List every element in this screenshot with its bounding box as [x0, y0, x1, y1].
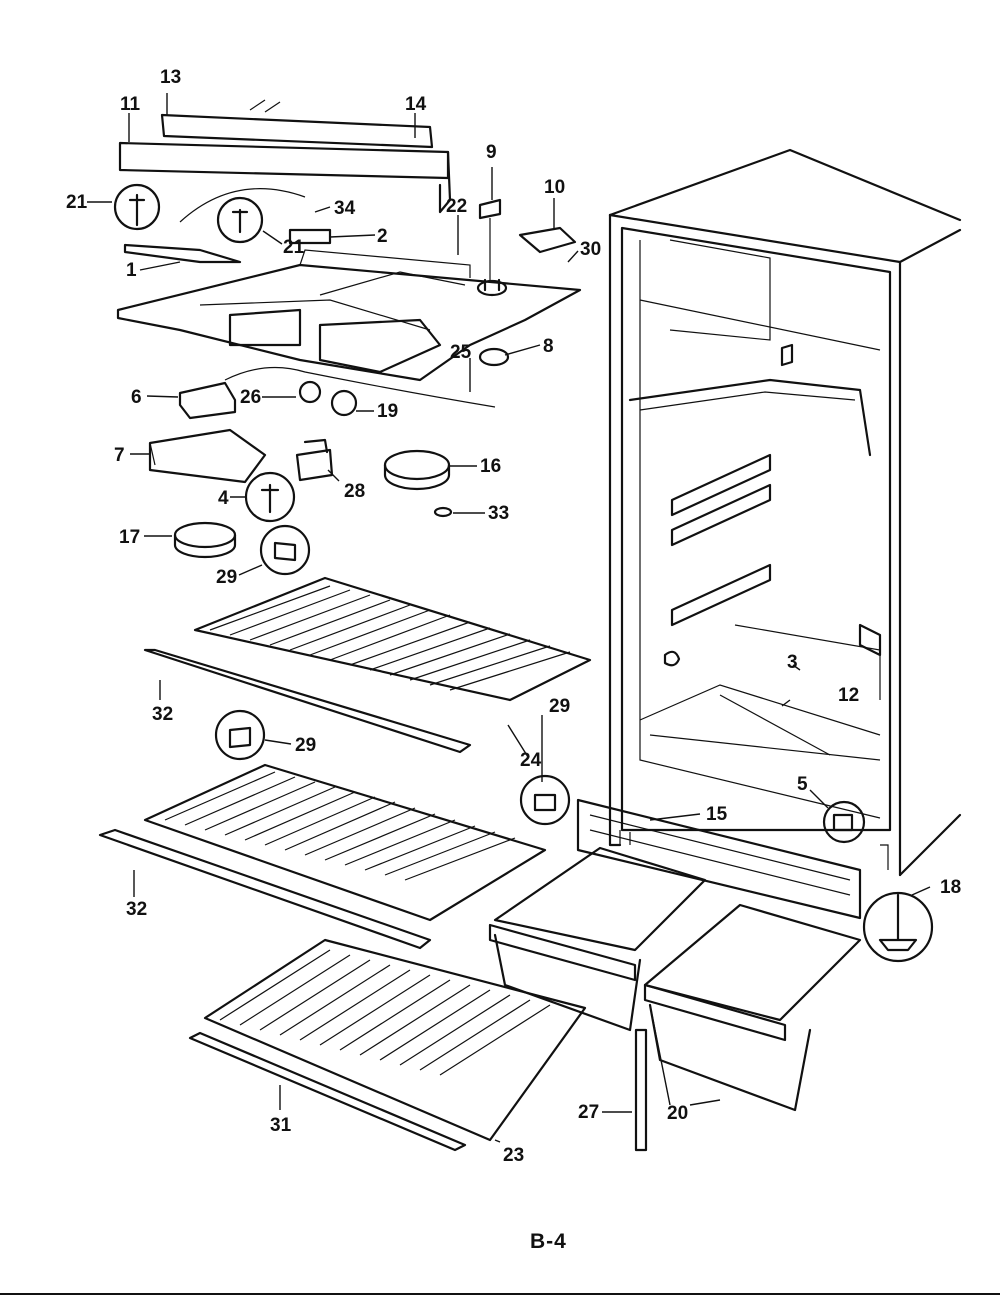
- small-parts: [148, 366, 496, 576]
- callout-26: 26: [240, 387, 261, 408]
- callout-29-top: 29: [216, 567, 237, 588]
- callout-17: 17: [119, 527, 140, 548]
- callout-20: 20: [667, 1103, 688, 1124]
- callout-32-upper: 32: [152, 704, 173, 725]
- callout-25: 25: [450, 342, 472, 363]
- callout-34: 34: [334, 198, 356, 219]
- callout-23: 23: [503, 1145, 524, 1166]
- callout-14: 14: [405, 94, 427, 115]
- callout-33: 33: [488, 503, 509, 524]
- callout-13: 13: [160, 67, 181, 88]
- callout-2: 2: [377, 226, 388, 247]
- callout-6: 6: [131, 387, 142, 408]
- callout-labels: 13 11 14 9 10 21 22 34 2 21 30 1 8 25 6 …: [66, 67, 961, 1166]
- callout-18: 18: [940, 877, 961, 898]
- callout-27: 27: [578, 1102, 599, 1123]
- bottom-rule: [0, 1293, 1000, 1295]
- callout-30: 30: [580, 239, 601, 260]
- callout-32-lower: 32: [126, 899, 147, 920]
- callout-10: 10: [544, 177, 565, 198]
- callout-1: 1: [126, 260, 137, 281]
- callout-3: 3: [787, 652, 798, 673]
- callout-4: 4: [218, 488, 229, 509]
- callout-7: 7: [114, 445, 125, 466]
- crisper-drawers: [488, 798, 934, 1152]
- callout-8: 8: [543, 336, 554, 357]
- callout-28: 28: [344, 481, 365, 502]
- page-code: B-4: [530, 1230, 567, 1253]
- callout-19: 19: [377, 401, 398, 422]
- callout-12: 12: [838, 685, 859, 706]
- leader-lines: [87, 93, 931, 1143]
- callout-9: 9: [486, 142, 497, 163]
- callout-11: 11: [120, 94, 141, 115]
- callout-31: 31: [270, 1115, 292, 1136]
- refrigerator-cabinet: [608, 148, 962, 877]
- callout-16: 16: [480, 456, 501, 477]
- callout-29-mid: 29: [295, 735, 316, 756]
- callout-21-left: 21: [66, 192, 88, 213]
- callout-24: 24: [520, 750, 542, 771]
- callout-22: 22: [446, 196, 467, 217]
- callout-29-right: 29: [549, 696, 570, 717]
- callout-5: 5: [797, 774, 808, 795]
- callout-21-center: 21: [283, 237, 305, 258]
- control-housing: [113, 99, 582, 382]
- callout-15: 15: [706, 804, 728, 825]
- shelves: [98, 576, 592, 1152]
